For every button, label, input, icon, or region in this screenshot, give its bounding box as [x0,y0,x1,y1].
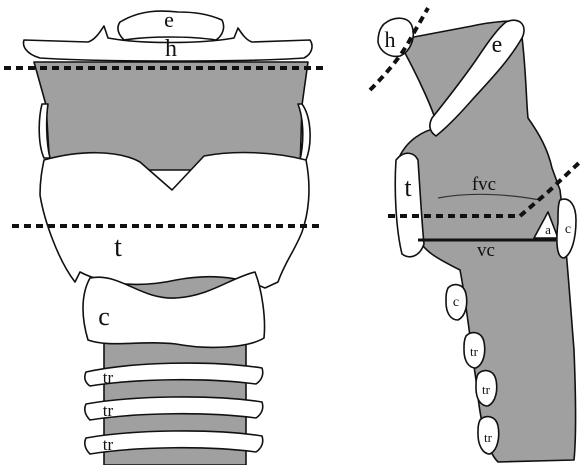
front-thyroid-cartilage [40,153,309,288]
front-label-thyroid: t [114,232,122,263]
side-label-vocal-cords: vc [477,240,495,261]
side-label-cricoid-front: c [453,295,459,310]
side-label-epiglottis: e [492,32,503,58]
side-label-thyroid: t [404,173,412,202]
front-label-trachea-2: tr [103,401,114,420]
front-label-epiglottis: e [164,7,174,32]
side-label-arytenoid: a [545,222,551,237]
side-label-hyoid: h [385,27,396,52]
side-label-trachea-3: tr [484,430,493,445]
side-label-trachea-2: tr [482,382,491,397]
side-label-cricoid-back: c [565,222,571,237]
front-view: e h t c tr tr tr [4,7,328,465]
side-view: h e fvc t a c vc c tr tr tr [370,8,582,462]
side-hyoid-bone [378,18,413,56]
front-label-cricoid: c [98,302,110,331]
front-label-hyoid: h [165,36,177,62]
front-label-trachea-1: tr [103,368,114,387]
side-label-false-vocal-cords: fvc [472,174,496,195]
front-label-trachea-3: tr [103,435,114,454]
side-label-trachea-1: tr [470,344,479,359]
